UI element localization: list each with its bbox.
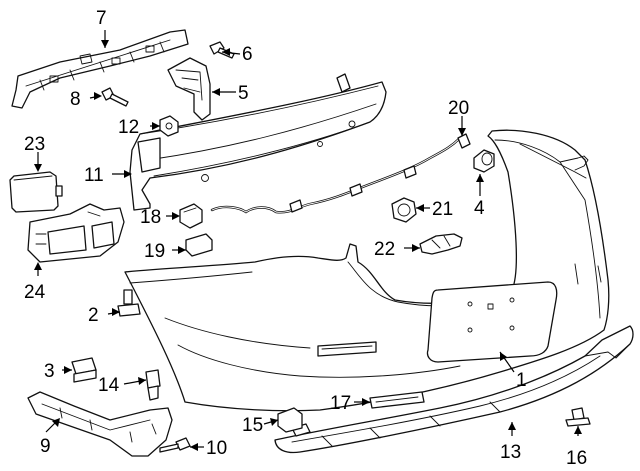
callout-11: 11 [84,165,104,186]
part-24-side-bracket[interactable] [27,203,125,263]
part-10-push-pin[interactable] [159,437,191,453]
part-23-sensor-module[interactable] [9,171,63,213]
part-6-push-pin[interactable] [209,41,235,59]
callout-5: 5 [238,83,249,104]
callout-8: 8 [70,89,81,110]
callout-17: 17 [330,393,351,414]
part-7-upper-bracket[interactable] [11,29,189,109]
callout-labels: 7 6 5 8 12 23 11 18 19 24 20 4 21 22 2 3… [24,8,587,469]
part-16-push-retainer[interactable] [565,407,591,427]
part-21-sensor-retainer[interactable] [391,197,417,223]
callout-9: 9 [40,436,51,457]
part-5-bracket[interactable] [167,57,211,121]
callout-6: 6 [242,44,253,65]
callout-14: 14 [98,375,120,396]
callout-2: 2 [88,305,99,326]
callout-3: 3 [44,361,55,382]
part-18-connector[interactable] [179,203,203,229]
part-22-sensor-bracket[interactable] [419,233,463,255]
callout-22: 22 [374,239,395,260]
callout-23: 23 [24,134,45,155]
callout-4: 4 [474,198,485,219]
part-12-nut[interactable] [159,115,179,137]
callout-1: 1 [516,370,527,391]
part-9-lower-bracket[interactable] [27,391,173,457]
callout-24: 24 [24,282,46,303]
part-1-bumper-cover[interactable] [124,129,610,412]
part-2-screw[interactable] [117,289,141,317]
part-11-impact-bar[interactable] [129,73,387,211]
callout-10: 10 [206,438,227,459]
leader-arrowheads [34,40,582,451]
callout-18: 18 [140,207,161,228]
part-19-clip[interactable] [185,233,213,257]
callout-12: 12 [118,117,139,138]
callout-19: 19 [144,241,165,262]
part-20-wiring-harness[interactable] [210,133,471,214]
part-14-bolt[interactable] [145,369,161,401]
part-13-lower-valance[interactable] [274,325,634,454]
callout-13: 13 [500,442,521,463]
part-4-sensor[interactable] [473,149,495,173]
part-3-clip[interactable] [71,357,97,383]
callout-16: 16 [566,448,587,469]
part-15-clip[interactable] [277,407,303,433]
callout-7: 7 [96,8,107,29]
part-17-reflector[interactable] [369,391,425,409]
part-8-screw[interactable] [101,87,129,107]
callout-21: 21 [432,199,453,220]
callout-20: 20 [448,98,469,119]
callout-15: 15 [242,415,263,436]
